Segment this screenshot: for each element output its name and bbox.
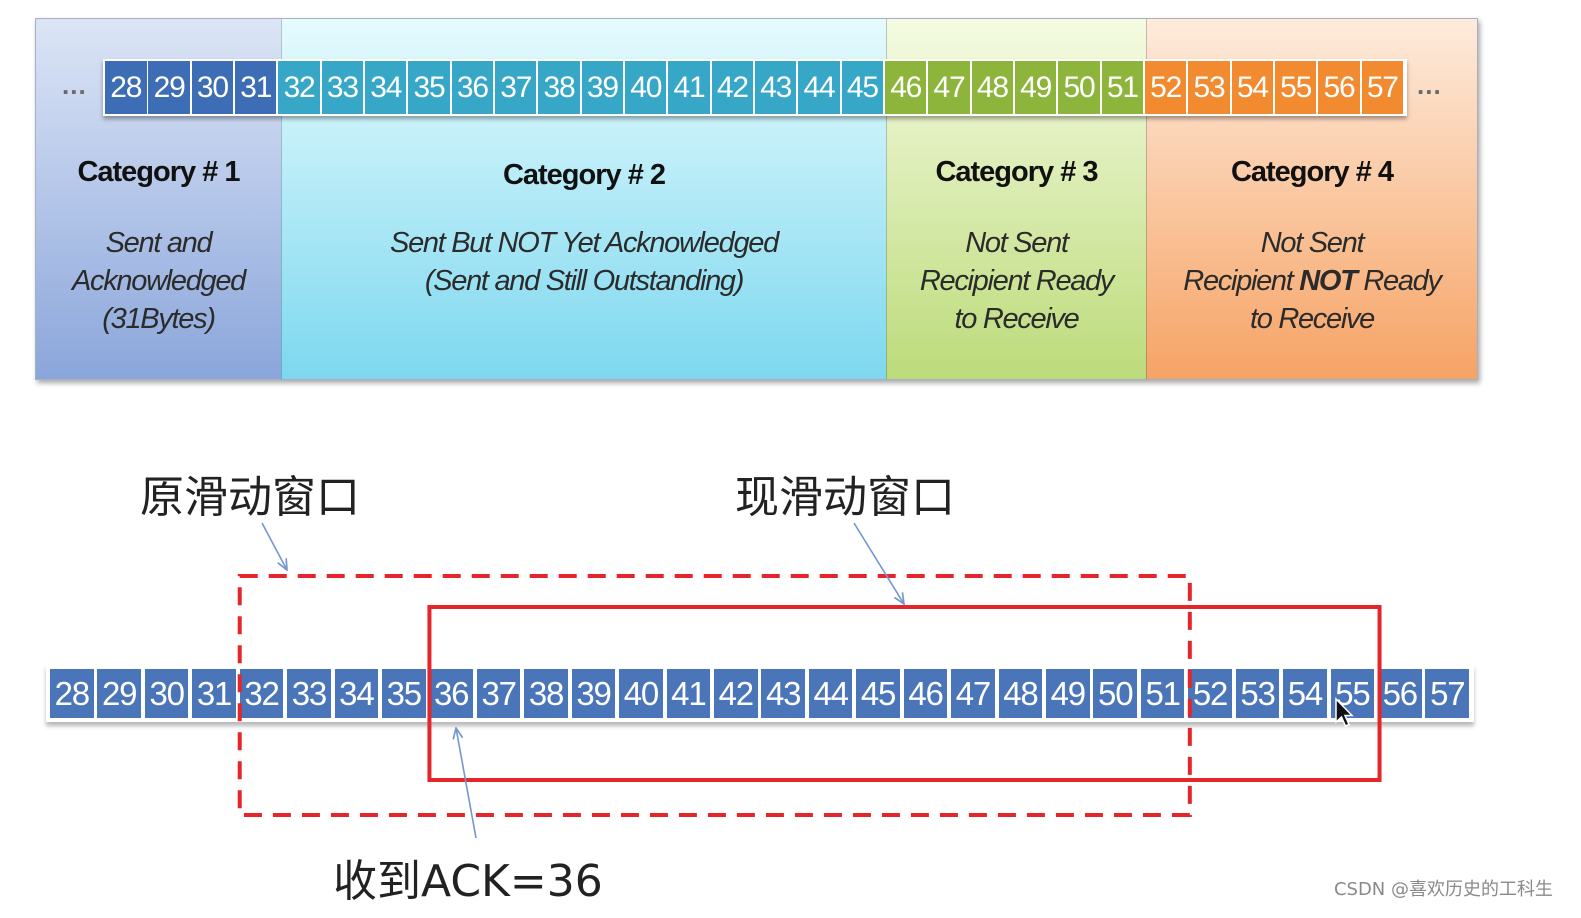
bottom-seq-box-50: 50 [1093, 669, 1137, 718]
category-4-description: Not Sent Recipient NOT Ready to Receive [1147, 224, 1477, 338]
category-1-line-3: (31Bytes) [102, 303, 216, 335]
old-window-label: 原滑动窗口 [140, 472, 360, 523]
top-seq-box-33: 33 [321, 61, 364, 114]
category-4-line-3: to Receive [1249, 303, 1375, 335]
bottom-seq-box-56: 56 [1378, 669, 1422, 718]
top-seq-box-43: 43 [754, 61, 797, 114]
top-seq-box-57: 57 [1361, 61, 1404, 114]
bottom-seq-box-51: 51 [1140, 669, 1185, 718]
category-2-title: Category # 2 [502, 159, 666, 191]
bottom-seq-box-39: 39 [571, 669, 616, 718]
bottom-seq-box-31: 31 [192, 669, 236, 718]
bottom-seq-box-55: 55 [1330, 669, 1375, 718]
top-seq-box-51: 51 [1101, 61, 1144, 114]
category-3-line-2: Recipient Ready [919, 265, 1115, 297]
bottom-seq-box-40: 40 [619, 669, 663, 718]
ellipsis-right: ... [1417, 70, 1442, 100]
category-1-title: Category # 1 [77, 156, 240, 188]
top-seq-box-53: 53 [1188, 61, 1230, 114]
bottom-seq-box-28: 28 [50, 669, 94, 718]
category-3-description: Not Sent Recipient Ready to Receive [887, 224, 1146, 338]
category-1-description: Sent and Acknowledged (31Bytes) [36, 224, 281, 338]
old-window-arrow [261, 522, 287, 570]
category-4-line-2: Recipient NOT Ready [1147, 262, 1477, 300]
bottom-seq-box-54: 54 [1283, 669, 1327, 718]
category-4-title: Category # 4 [1230, 156, 1394, 188]
top-seq-box-28: 28 [105, 61, 147, 114]
bottom-seq-box-35: 35 [382, 669, 426, 718]
bottom-seq-box-37: 37 [476, 669, 521, 718]
top-seq-box-39: 39 [581, 61, 624, 114]
top-seq-box-54: 54 [1231, 61, 1274, 114]
top-seq-box-40: 40 [624, 61, 667, 114]
top-seq-box-44: 44 [798, 61, 840, 114]
top-seq-box-49: 49 [1014, 61, 1057, 114]
top-seq-box-47: 47 [928, 61, 970, 114]
category-3-line-3: to Receive [954, 303, 1079, 335]
bottom-seq-box-32: 32 [239, 669, 284, 718]
ack-arrow [456, 728, 477, 839]
top-seq-box-42: 42 [711, 61, 754, 114]
bottom-seq-box-42: 42 [714, 669, 758, 718]
bottom-seq-box-33: 33 [287, 669, 331, 718]
bottom-seq-box-48: 48 [998, 669, 1043, 718]
category-4-line-2-pre: Recipient [1183, 265, 1300, 297]
top-seq-box-56: 56 [1318, 61, 1360, 114]
bottom-seq-box-34: 34 [334, 669, 379, 718]
new-window-label: 现滑动窗口 [735, 472, 955, 523]
category-2-description: Sent But NOT Yet Acknowledged (Sent and … [282, 224, 886, 300]
bottom-seq-box-45: 45 [856, 669, 900, 718]
new-window-arrow [853, 522, 904, 604]
bottom-seq-box-57: 57 [1425, 669, 1469, 718]
ack-label: 收到ACK=36 [333, 856, 603, 907]
category-4-line-2-post: Ready [1356, 265, 1442, 297]
top-seq-box-45: 45 [841, 61, 884, 114]
category-2-line-2: (Sent and Still Outstanding) [424, 265, 745, 297]
top-seq-box-37: 37 [494, 61, 537, 114]
top-seq-box-34: 34 [364, 61, 407, 114]
top-seq-box-55: 55 [1274, 61, 1317, 114]
bottom-seq-box-46: 46 [903, 669, 948, 718]
bottom-seq-box-49: 49 [1046, 669, 1090, 718]
bottom-seq-box-47: 47 [951, 669, 995, 718]
top-seq-box-41: 41 [668, 61, 710, 114]
bottom-seq-box-52: 52 [1188, 669, 1232, 718]
bottom-seq-box-53: 53 [1235, 669, 1280, 718]
top-seq-box-46: 46 [884, 61, 927, 114]
bottom-seq-box-38: 38 [524, 669, 568, 718]
category-1-line-2: Acknowledged [71, 265, 246, 297]
top-seq-box-29: 29 [148, 61, 190, 114]
category-4-line-1: Not Sent [1260, 227, 1365, 259]
bottom-seq-box-41: 41 [666, 669, 711, 718]
bottom-seq-box-44: 44 [808, 669, 853, 718]
category-1-line-1: Sent and [105, 227, 213, 259]
watermark: CSDN @喜欢历史的工科生 [1333, 879, 1553, 900]
top-seq-box-31: 31 [234, 61, 277, 114]
bottom-seq-box-43: 43 [761, 669, 805, 718]
top-seq-box-30: 30 [191, 61, 234, 114]
ellipsis-left: ... [62, 70, 87, 100]
top-seq-box-48: 48 [971, 61, 1014, 114]
top-seq-box-38: 38 [538, 61, 580, 114]
top-seq-box-50: 50 [1058, 61, 1100, 114]
category-3-line-1: Not Sent [965, 227, 1069, 259]
bottom-seq-box-30: 30 [144, 669, 189, 718]
top-seq-box-36: 36 [451, 61, 494, 114]
top-seq-box-35: 35 [408, 61, 450, 114]
bottom-seq-box-29: 29 [97, 669, 141, 718]
top-seq-box-52: 52 [1144, 61, 1187, 114]
category-3-title: Category # 3 [935, 156, 1098, 188]
top-seq-box-32: 32 [278, 61, 320, 114]
bottom-seq-box-36: 36 [429, 669, 473, 718]
category-2-line-1: Sent But NOT Yet Acknowledged [390, 227, 779, 259]
category-4-line-2-emphasis: NOT [1299, 265, 1358, 297]
